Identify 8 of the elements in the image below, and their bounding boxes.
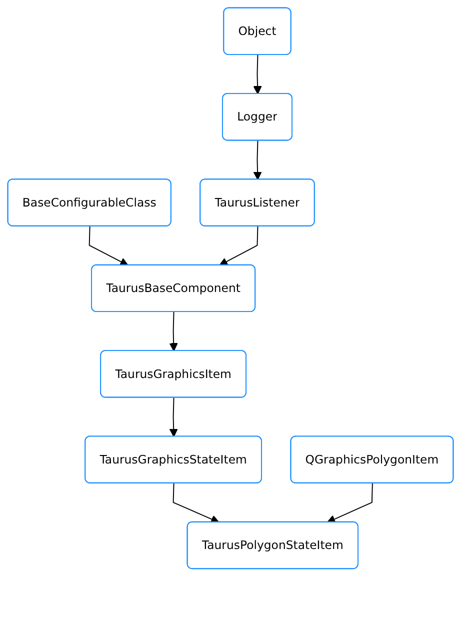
arrow (169, 397, 178, 438)
arrow (172, 482, 220, 524)
arrow (219, 226, 258, 266)
arrow (253, 140, 262, 180)
arrow (88, 226, 128, 266)
arrow (326, 482, 373, 524)
arrow (169, 312, 178, 352)
arrow (253, 54, 262, 94)
